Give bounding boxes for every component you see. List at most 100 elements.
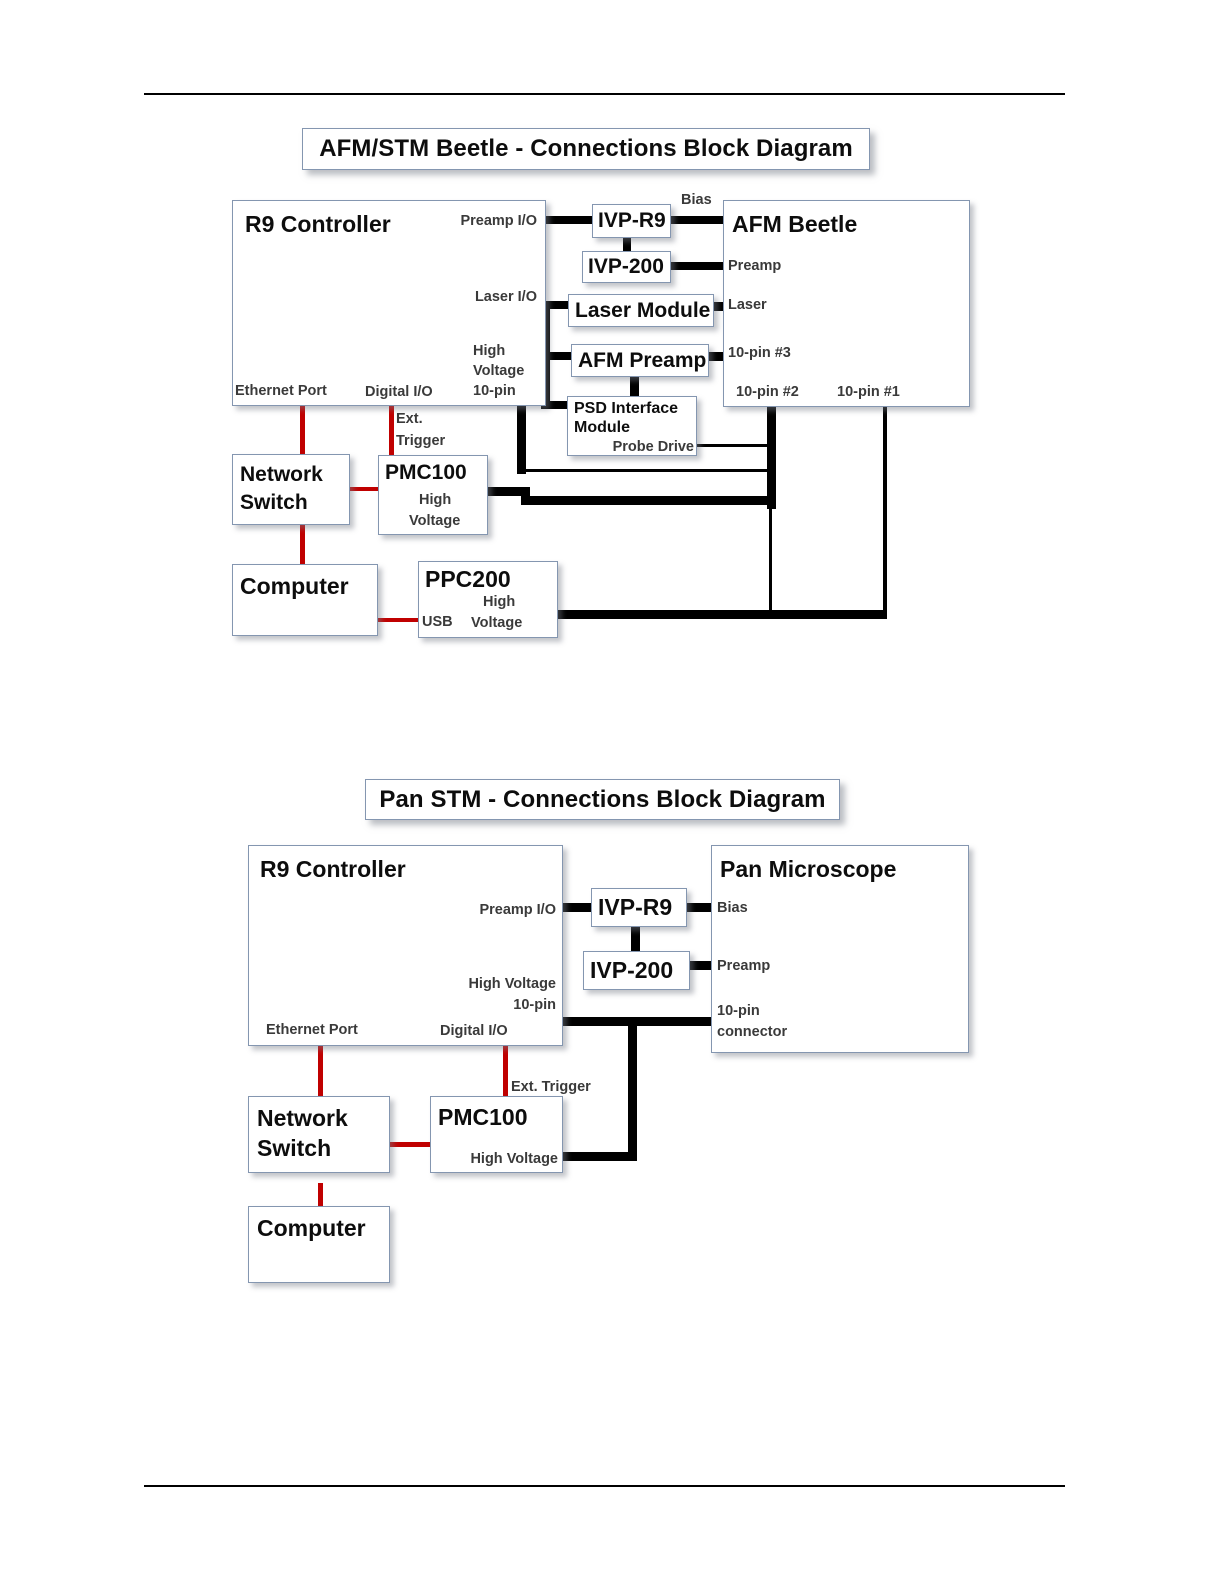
wire2-ivp-r9-to-ivp-200 [631, 927, 640, 952]
wire-r9-10pin-to-10pin2-bus [521, 469, 771, 472]
computer-2-heading: Computer [257, 1215, 366, 1241]
wire2-ivp-200-to-pan-preamp [690, 961, 711, 970]
ivp-200-heading: IVP-200 [588, 255, 664, 278]
diagram1-title: AFM/STM Beetle - Connections Block Diagr… [319, 135, 853, 162]
pmc100-port-high-voltage-line1: High [419, 492, 452, 508]
box2-computer[interactable]: Computer [248, 1206, 390, 1283]
box-computer[interactable]: Computer [232, 564, 378, 636]
wire-laser-module-to-afm-beetle-laser [712, 302, 726, 311]
wire2-red-switch-to-computer [318, 1183, 323, 1225]
ppc200-port-high-voltage-line1: High [483, 594, 516, 610]
box-ivp-200[interactable]: IVP-200 [582, 251, 671, 283]
wire-psd-probe-drive-to-10pin2 [693, 444, 771, 447]
wire-afm-beetle-10pin2-drop [767, 406, 776, 509]
wire-ivp-200-to-afm-beetle-preamp [667, 262, 726, 270]
r9-port-laser-io: Laser I/O [474, 289, 537, 305]
r9-port-high-voltage-line1: High [473, 343, 506, 359]
box-pmc100[interactable]: PMC100 High Voltage [378, 455, 488, 535]
box2-network-switch[interactable]: Network Switch [248, 1096, 390, 1173]
r9-port-high-voltage-line3: 10-pin [473, 383, 516, 399]
wire2-red-switch-to-pmc100 [390, 1142, 430, 1147]
wire-pmc100-hv-h2 [521, 496, 774, 505]
wire-red-switch-to-pmc100 [350, 487, 378, 491]
afm-beetle-port-bias: Bias [681, 192, 712, 208]
r9-2-port-digital-io: Digital I/O [440, 1023, 508, 1039]
ivp-200-2-heading: IVP-200 [590, 957, 674, 983]
pan-port-10pin-line1: 10-pin [717, 1003, 760, 1019]
box-afm-preamp[interactable]: AFM Preamp [571, 344, 709, 377]
box2-ivp-r9[interactable]: IVP-R9 [591, 888, 687, 927]
diagram1-title-box: AFM/STM Beetle - Connections Block Diagr… [302, 128, 870, 170]
r9-2-port-ethernet: Ethernet Port [266, 1022, 358, 1038]
r9-2-port-preamp-io: Preamp I/O [479, 902, 556, 918]
wire2-red-r9-ethernet-to-switch [318, 1046, 323, 1097]
diagram-afm-stm-beetle: AFM/STM Beetle - Connections Block Diagr… [0, 0, 1224, 680]
wire2-preamp-io-to-ivp-r9 [562, 903, 592, 912]
box2-r9-controller[interactable]: R9 Controller Preamp I/O High Voltage 10… [248, 845, 563, 1046]
pmc100-port-high-voltage-line2: Voltage [409, 513, 461, 529]
diagram2-title: Pan STM - Connections Block Diagram [379, 785, 826, 813]
ppc200-port-usb: USB [422, 614, 453, 630]
pmc100-heading: PMC100 [385, 461, 467, 484]
pan-port-preamp: Preamp [717, 958, 771, 974]
psd-module-heading-line1: PSD Interface [574, 400, 679, 417]
wire-red-r9-ethernet-to-switch [300, 406, 305, 455]
network-switch-heading-line1: Network [240, 463, 323, 486]
pmc100-port-ext-trigger-line1: Ext. [396, 411, 423, 427]
box-r9-controller[interactable]: R9 Controller Preamp I/O Laser I/O High … [232, 200, 546, 406]
afm-beetle-port-10pin-3: 10-pin #3 [728, 345, 791, 361]
wire2-hv-to-pmc100 [563, 1152, 637, 1161]
wire-ivp-r9-to-ivp-200 [623, 237, 631, 253]
afm-beetle-heading: AFM Beetle [732, 211, 858, 237]
box-ppc200[interactable]: PPC200 USB High Voltage [418, 561, 558, 638]
wire-laser-io-to-laser-module [545, 301, 573, 309]
ppc200-port-high-voltage-line2: Voltage [471, 615, 523, 631]
box2-ivp-200[interactable]: IVP-200 [583, 951, 690, 990]
box2-pan-microscope[interactable]: Pan Microscope Bias Preamp 10-pin connec… [711, 845, 969, 1053]
box-network-switch[interactable]: Network Switch [232, 454, 350, 525]
pmc100-2-port-ext-trigger: Ext. Trigger [511, 1079, 591, 1095]
r9-port-digital-io: Digital I/O [365, 384, 433, 400]
psd-port-probe-drive: Probe Drive [612, 439, 694, 455]
wire2-ivp-r9-to-pan-bias [687, 903, 711, 912]
wire-red-computer-to-ppc200 [378, 618, 418, 622]
wire-preamp-io-to-ivp-r9 [545, 216, 595, 224]
r9-port-preamp-io: Preamp I/O [460, 213, 537, 229]
wire-afm-beetle-10pin2-thin-drop [769, 470, 772, 618]
pan-port-10pin-line2: connector [717, 1024, 788, 1040]
box-ivp-r9[interactable]: IVP-R9 [592, 204, 671, 238]
r9-controller2-heading: R9 Controller [260, 856, 406, 882]
pan-microscope-heading: Pan Microscope [720, 856, 897, 882]
wire2-hv-bus-vertical-drop [628, 1017, 637, 1161]
afm-beetle-port-laser: Laser [728, 297, 767, 313]
afm-beetle-port-preamp: Preamp [728, 258, 782, 274]
r9-port-high-voltage-line2: Voltage [473, 363, 525, 379]
ivp-r9-heading: IVP-R9 [598, 209, 666, 232]
network-switch-2-heading-line2: Switch [257, 1135, 332, 1161]
ppc200-heading: PPC200 [425, 566, 511, 592]
r9-port-ethernet: Ethernet Port [235, 383, 327, 399]
pmc100-2-port-high-voltage: High Voltage [470, 1151, 558, 1167]
wire-r9-hv-to-psd-module [541, 401, 571, 409]
box-laser-module[interactable]: Laser Module [568, 294, 714, 327]
network-switch-2-heading-line1: Network [257, 1105, 348, 1131]
wire-red-switch-to-computer [300, 525, 305, 565]
box-afm-beetle[interactable]: AFM Beetle Preamp Laser 10-pin #3 10-pin… [723, 200, 970, 407]
afm-beetle-port-10pin-1: 10-pin #1 [837, 384, 900, 400]
afm-beetle-port-10pin-2: 10-pin #2 [736, 384, 799, 400]
computer-heading: Computer [240, 573, 349, 599]
wire-pmc100-hv-h1 [487, 487, 529, 496]
afm-preamp-heading: AFM Preamp [578, 349, 707, 372]
wire-red-r9-digital-io-to-pmc100 [389, 406, 394, 455]
wire-r9-10pin-drop [517, 406, 526, 474]
pmc100-2-heading: PMC100 [438, 1104, 528, 1130]
wire-r9-hv-to-afm-preamp [541, 352, 573, 360]
box-psd-interface-module[interactable]: PSD Interface Module Probe Drive [567, 396, 697, 456]
r9-controller-heading: R9 Controller [245, 211, 391, 237]
box2-pmc100[interactable]: PMC100 High Voltage [430, 1096, 563, 1173]
wire-ivp-r9-to-afm-beetle-bias [666, 216, 726, 224]
psd-module-heading-line2: Module [574, 419, 630, 436]
network-switch-heading-line2: Switch [240, 491, 308, 514]
r9-2-port-10pin: 10-pin [513, 997, 556, 1013]
